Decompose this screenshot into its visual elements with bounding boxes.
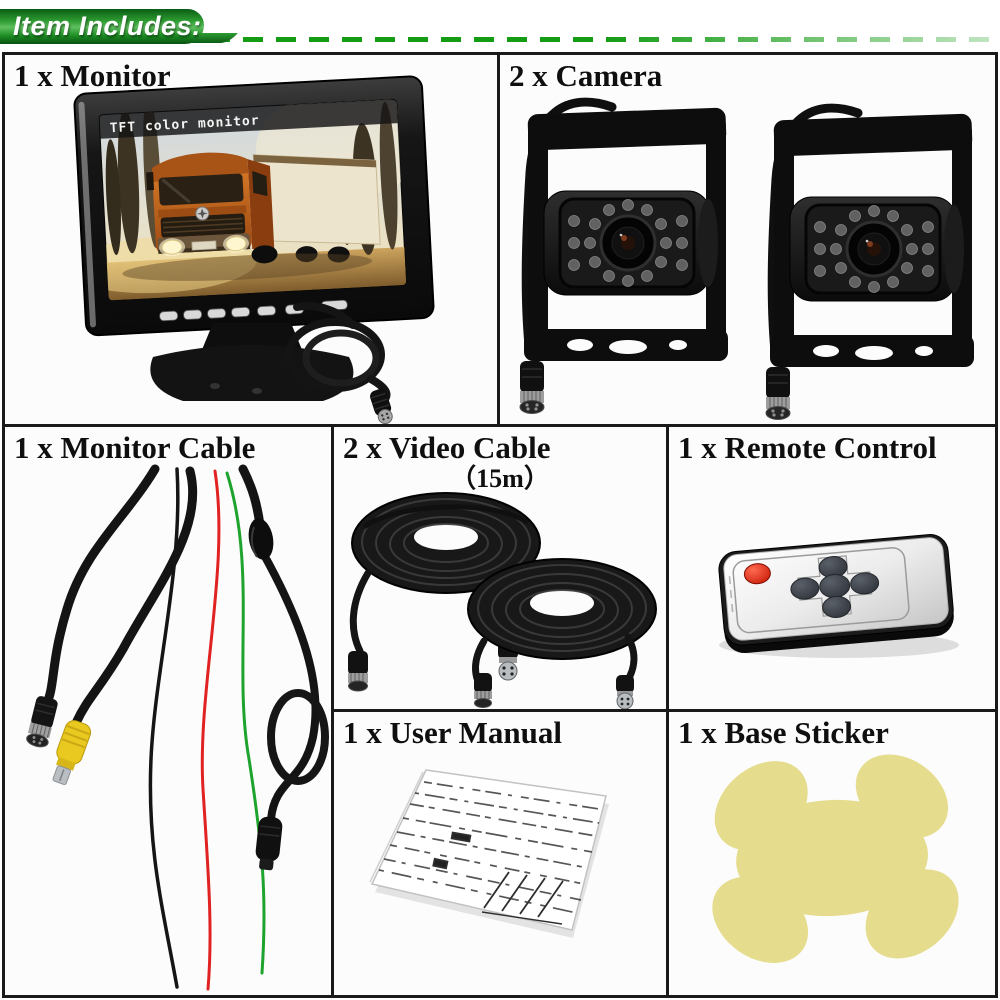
monitor-cable-photo (26, 464, 329, 991)
wires (42, 464, 329, 991)
remote-control-photo (718, 534, 959, 658)
remote-body (718, 534, 954, 654)
camera-label: 2 x Camera (509, 58, 663, 93)
coil1-female-connector (348, 651, 368, 692)
cable-coil-2 (467, 558, 657, 709)
monitor-cable-label: 1 x Monitor Cable (14, 430, 256, 465)
camera-left (519, 97, 728, 414)
coil2-female-connector (474, 673, 492, 708)
base-sticker-photo (712, 754, 959, 963)
truck-image (99, 99, 407, 301)
cable-splitter-ferrule (248, 518, 274, 560)
item-includes-badge: Item Includes: (0, 9, 204, 44)
badge-label: Item Includes: (13, 11, 202, 41)
dashed-divider (210, 37, 998, 42)
rca-connector (52, 720, 92, 786)
video-cable-label: 2 x Video Cable (343, 430, 551, 465)
camera-lens (599, 214, 657, 272)
monitor-buttons (159, 299, 348, 322)
camera-photo (519, 97, 995, 424)
panel-camera: 2 x Camera (497, 52, 998, 427)
monitor-label: 1 x Monitor (14, 58, 171, 93)
ir-leds (568, 199, 688, 287)
dc-connector (255, 816, 283, 871)
user-manual-photo (369, 769, 609, 938)
base-sticker-label: 1 x Base Sticker (678, 715, 889, 750)
monitor-cable-coil (285, 302, 391, 403)
panel-monitor: 1 x Monitor (2, 52, 500, 427)
panel-monitor-cable: 1 x Monitor Cable (2, 424, 334, 998)
coil2-male-connector (616, 675, 634, 709)
camera-bracket (524, 107, 728, 361)
manual-text-lines (378, 781, 600, 914)
video-cable-photo (348, 492, 657, 709)
dpad-buttons (790, 556, 880, 618)
power-button (743, 563, 771, 585)
monitor-av-connector (370, 388, 393, 424)
manual-diagram-marks (432, 831, 564, 925)
camera-connector (519, 361, 545, 414)
monitor-photo: TFT color monitor (73, 75, 435, 424)
panel-user-manual: 1 x User Manual (331, 709, 669, 998)
camera-right (766, 108, 974, 419)
remote-control-label: 1 x Remote Control (678, 430, 937, 465)
panel-remote-control: 1 x Remote Control (666, 424, 998, 712)
sticker-shape (712, 754, 959, 963)
panel-video-cable: 2 x Video Cable （15m） (331, 424, 669, 712)
monitor-body: TFT color monitor (73, 75, 435, 337)
video-cable-length: （15m） (450, 463, 550, 493)
panel-base-sticker: 1 x Base Sticker (666, 709, 998, 998)
aviation-connector (26, 696, 58, 748)
user-manual-label: 1 x User Manual (343, 715, 563, 750)
